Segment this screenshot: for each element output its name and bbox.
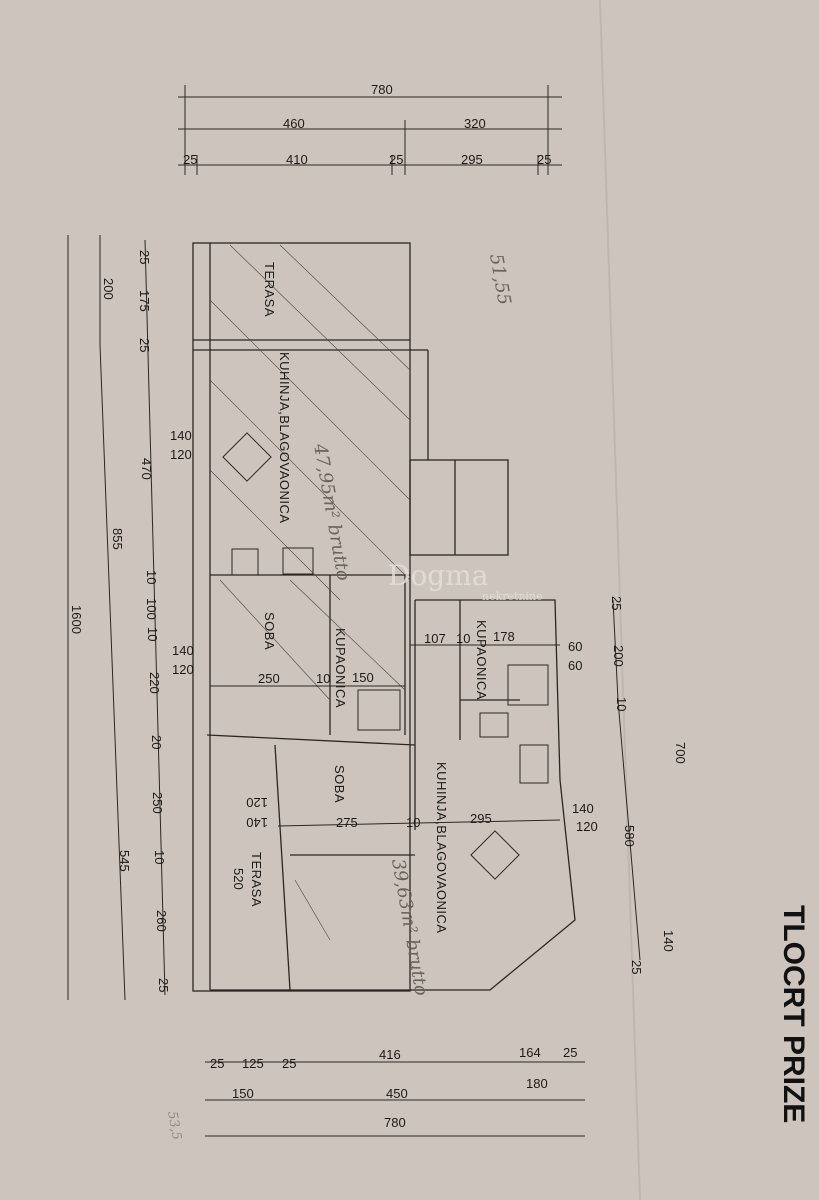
- dim-right: 10: [614, 697, 629, 711]
- dim-left: 175: [137, 290, 152, 312]
- page-title: TLOCRT PRIZE: [777, 905, 810, 1123]
- handwritten-note: 47,95m² brutto: [309, 441, 354, 582]
- dim-right: 25: [609, 596, 624, 610]
- dim-right: 25: [629, 960, 644, 974]
- dim-left: 260: [154, 910, 169, 932]
- dim-top-detail: 25: [389, 152, 403, 167]
- window-dim: 140: [170, 428, 192, 443]
- sink-icon: [282, 547, 314, 575]
- dim-top-detail: 410: [286, 152, 308, 167]
- dim-right-total: 700: [673, 742, 688, 764]
- dim-left: 10: [152, 850, 167, 864]
- dim-bottom: 25: [563, 1045, 577, 1060]
- handwritten-note: 51,55: [485, 252, 515, 306]
- left-dimensions: 25 175 25 470 10 100 10 220 20 250 10 26…: [67, 235, 171, 1001]
- dim-bottom: 125: [242, 1056, 264, 1071]
- dim-left: 20: [149, 735, 164, 749]
- shower-icon: [507, 664, 549, 706]
- window-dim: 140: [172, 643, 194, 658]
- window-dim: 140: [572, 801, 594, 816]
- stove-icon: [479, 712, 509, 738]
- dining-table-icon: [222, 432, 272, 482]
- room-label: KUHINJA,BLAGOVAONICA: [434, 762, 449, 934]
- inner-dim: 10: [406, 815, 420, 830]
- inner-dim: 295: [470, 811, 492, 826]
- inner-dim: 150: [352, 670, 374, 685]
- dim-left-mid: 200: [101, 278, 116, 300]
- dim-bottom: 416: [379, 1047, 401, 1062]
- window-dim: 140: [246, 815, 268, 830]
- dim-bottom-mid: 180: [526, 1076, 548, 1091]
- dim-left-total: 1600: [69, 605, 84, 634]
- dim-right: 140: [661, 930, 676, 952]
- dim-right: 200: [611, 645, 626, 667]
- dim-left: 100: [144, 598, 159, 620]
- dining-table-icon: [470, 830, 520, 880]
- dim-left: 25: [156, 978, 171, 992]
- room-label: TERASA: [249, 852, 264, 907]
- window-dim: 60: [568, 658, 582, 673]
- dim-left-mid: 855: [110, 528, 125, 550]
- shower-icon: [357, 689, 401, 731]
- inner-dim: 275: [336, 815, 358, 830]
- right-dimensions: 25 200 10 580 140 25 700: [609, 596, 688, 974]
- dim-left: 25: [137, 338, 152, 352]
- window-dim: 120: [170, 447, 192, 462]
- inner-dim: 107: [424, 631, 446, 646]
- dim-bottom-total: 780: [384, 1115, 406, 1130]
- sink-icon: [519, 744, 549, 784]
- dim-top-mid: 320: [464, 116, 486, 131]
- dim-top-total: 780: [371, 82, 393, 97]
- inner-dim: 250: [258, 671, 280, 686]
- window-dim: 60: [568, 639, 582, 654]
- room-label: SOBA: [332, 765, 347, 803]
- room-label: TERASA: [262, 262, 277, 317]
- dim-bottom: 25: [282, 1056, 296, 1071]
- dim-left: 470: [139, 458, 154, 480]
- room-label: SOBA: [262, 612, 277, 650]
- window-dim: 120: [246, 795, 268, 810]
- dim-bottom: 164: [519, 1045, 541, 1060]
- dim-top-detail: 25: [537, 152, 551, 167]
- watermark-logo: Dogma: [388, 559, 488, 592]
- dim-left: 220: [147, 672, 162, 694]
- top-dimensions: 780 460 320 25 410 25 295 25: [178, 82, 562, 175]
- watermark-logo: nekretnine: [482, 590, 543, 603]
- window-dim: 120: [576, 819, 598, 834]
- dim-bottom-mid: 450: [386, 1086, 408, 1101]
- dim-bottom: 25: [210, 1056, 224, 1071]
- bottom-dimensions: 25 125 25 416 164 25 150 450 180 780: [205, 1045, 585, 1137]
- dim-bottom-mid: 150: [232, 1086, 254, 1101]
- dim-left-mid: 545: [117, 850, 132, 872]
- dim-top-mid: 460: [283, 116, 305, 131]
- handwritten-note: 39,63m² brutto: [387, 857, 432, 997]
- dim-left: 10: [145, 627, 160, 641]
- window-dim: 120: [172, 662, 194, 677]
- room-label: KUHINJA,BLAGOVAONICA: [277, 352, 292, 524]
- inner-dim: 178: [493, 629, 515, 644]
- dim-left: 25: [137, 250, 152, 264]
- paper-fold: [599, 0, 641, 1200]
- inner-dim: 10: [316, 671, 330, 686]
- handwritten-note: 53,5: [164, 1110, 184, 1141]
- dim-right: 580: [622, 825, 637, 847]
- building-walls: [192, 242, 576, 992]
- dim-top-detail: 295: [461, 152, 483, 167]
- room-label: KUPAONICA: [474, 620, 489, 700]
- dim-left: 250: [150, 792, 165, 814]
- inner-dim: 10: [456, 631, 470, 646]
- inner-dim: 520: [231, 868, 246, 890]
- room-label: KUPAONICA: [333, 628, 348, 708]
- dim-top-detail: 25: [183, 152, 197, 167]
- stove-icon: [231, 548, 259, 576]
- fixtures: [222, 432, 549, 880]
- dim-left: 10: [144, 570, 159, 584]
